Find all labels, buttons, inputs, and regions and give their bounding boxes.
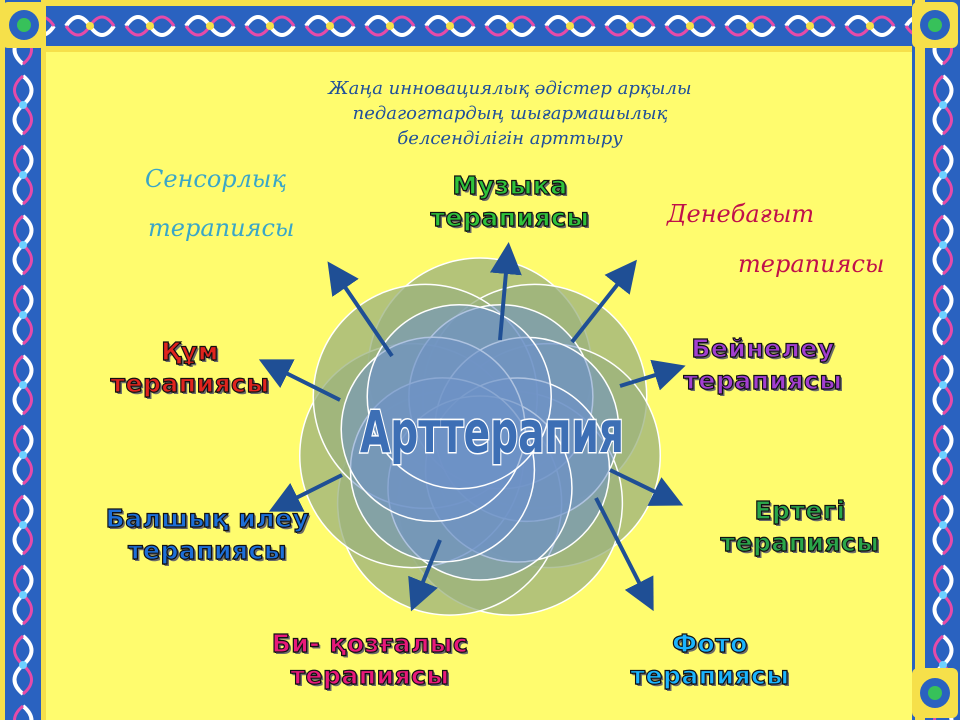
- header-title: Жаңа инновациялық әдістер арқылы педагог…: [250, 76, 770, 151]
- arrow: [489, 242, 522, 341]
- label-clay-2: терапиясы: [127, 535, 287, 565]
- label-sand: Құм терапиясы: [100, 336, 280, 400]
- label-visual-1: Бейнелеу: [691, 333, 835, 363]
- arrow: [570, 259, 637, 344]
- label-fairytale-2: терапиясы: [720, 527, 880, 557]
- label-dance-1: Би- қозғалыс: [271, 628, 469, 658]
- label-visual-2: терапиясы: [683, 365, 843, 395]
- flower-petals: [299, 257, 661, 616]
- center-title: Арттерапия: [360, 398, 624, 466]
- arrow: [619, 359, 686, 391]
- label-clay-1: Балшық илеу: [105, 503, 310, 533]
- header-line-2: педагогтардың шығармашылық: [352, 103, 668, 124]
- arrow: [258, 359, 341, 402]
- label-fairytale-1: Ертегі: [754, 495, 846, 525]
- label-visual: Бейнелеу терапиясы: [668, 333, 858, 397]
- label-music-1: Музыка: [452, 170, 568, 200]
- label-photo: Фото терапиясы: [615, 628, 805, 692]
- inner-petal: [366, 303, 552, 490]
- arrow: [594, 497, 654, 612]
- label-music: Музыка терапиясы: [415, 170, 605, 234]
- label-body-1: Денебағыт: [667, 200, 815, 228]
- label-sand-1: Құм: [161, 336, 219, 366]
- label-fairytale: Ертегі терапиясы: [705, 495, 895, 559]
- arrow: [327, 261, 394, 358]
- arrows: [258, 242, 686, 612]
- header-line-3: белсенділігін арттыру: [397, 128, 623, 149]
- corner-ornament: [2, 2, 46, 48]
- header-line-1: Жаңа инновациялық әдістер арқылы: [328, 78, 692, 99]
- label-music-2: терапиясы: [430, 202, 590, 232]
- label-sand-2: терапиясы: [110, 368, 270, 398]
- label-body-2: терапиясы: [738, 250, 885, 278]
- label-sensory-1: Сенсорлық: [145, 165, 286, 193]
- arrow: [408, 539, 442, 612]
- corner-ornament: [912, 2, 958, 48]
- label-clay: Балшық илеу терапиясы: [95, 503, 320, 567]
- label-photo-1: Фото: [672, 628, 748, 658]
- label-sensory-2: терапиясы: [148, 214, 295, 242]
- label-dance: Би- қозғалыс терапиясы: [260, 628, 480, 692]
- label-dance-2: терапиясы: [290, 660, 450, 690]
- label-photo-2: терапиясы: [630, 660, 790, 690]
- arrow: [268, 473, 343, 512]
- corner-ornament: [912, 668, 958, 718]
- arrow: [609, 468, 684, 506]
